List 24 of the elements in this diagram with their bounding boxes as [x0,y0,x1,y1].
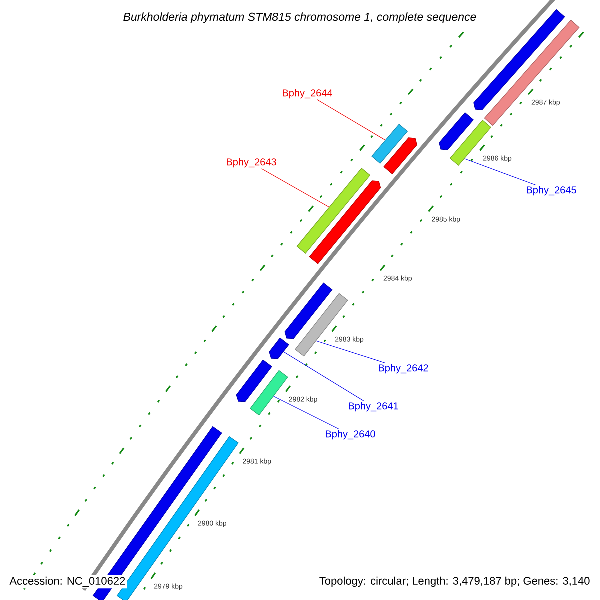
leader-line [261,168,330,208]
leader-line [464,158,536,186]
gene-label: Bphy_2644 [283,89,332,99]
gene-block [439,112,474,150]
gene-label: Bphy_2643 [227,158,276,168]
leader-line [284,352,364,402]
leader-line [274,396,340,430]
gene-label: Bphy_2645 [527,186,576,196]
leader-line [316,340,386,364]
gene-bar [295,293,348,357]
gene-block [269,338,290,360]
gene-label: Bphy_2641 [349,402,398,412]
accession-text: Accession: NC_010622 [8,575,128,589]
gene-block [284,282,333,340]
title: Burkholderia phymatum STM815 chromosome 1, complete sequence [121,10,479,26]
gene-block [309,180,382,264]
gene-label: Bphy_2640 [326,430,376,440]
gene-label: Bphy_2642 [379,364,428,374]
leader-line [317,100,386,141]
gene-bar [250,370,288,416]
topology-text: Topology: circular; Length: 3,479,187 bp; Genes: 3,140 [318,575,592,589]
gene-block [236,360,272,402]
gene-block [384,138,418,174]
gene-bar [296,168,371,254]
